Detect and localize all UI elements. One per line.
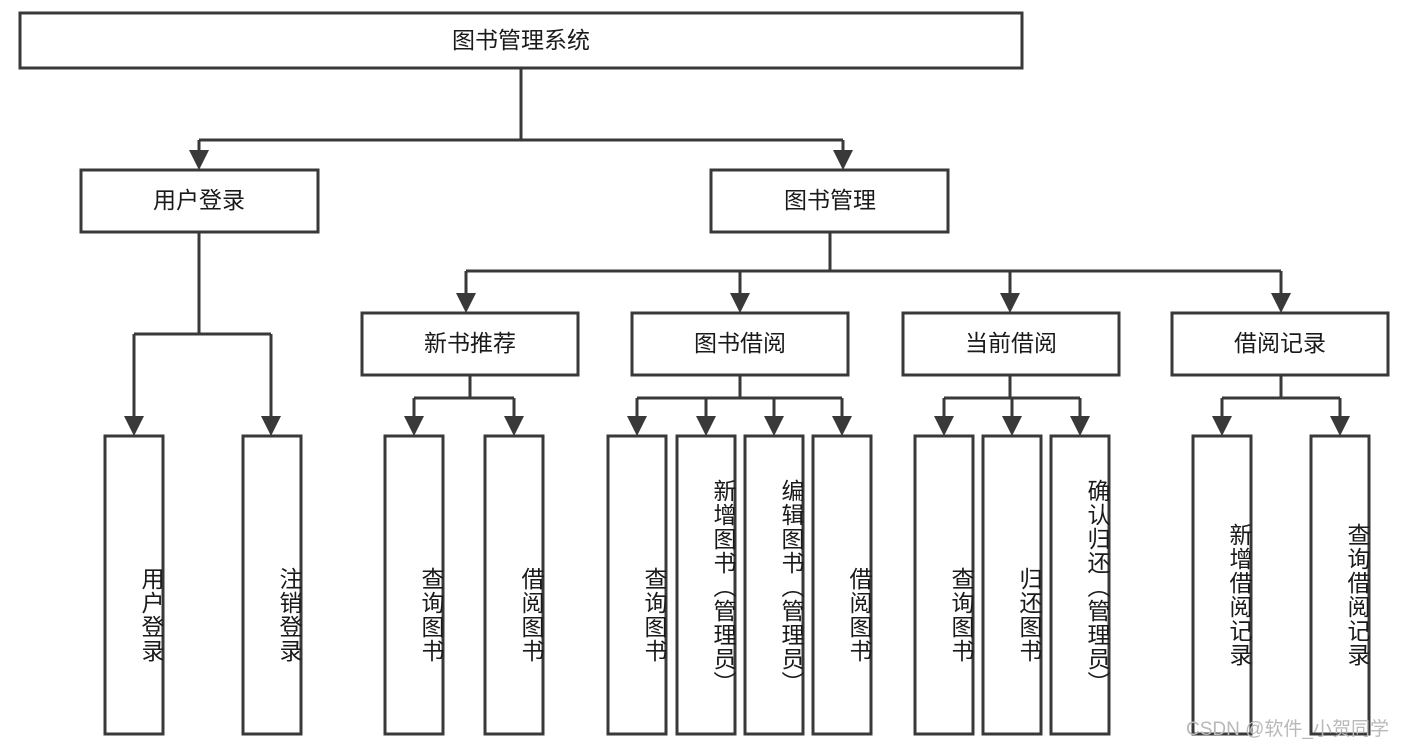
node-borrow-record-label: 借阅记录 <box>1234 330 1326 356</box>
connector-current-borrow-to-leaves <box>934 375 1090 436</box>
connector-book-borrow-to-leaves <box>627 375 852 436</box>
leaf-node-book-borrow-4[interactable] <box>811 434 873 736</box>
leaf-node-borrow-record-2[interactable] <box>1309 434 1371 736</box>
node-new-book-recommend[interactable]: 新书推荐 <box>360 311 580 377</box>
node-book-management-label: 图书管理 <box>784 187 876 213</box>
connector-new-book-to-leaves <box>404 375 524 436</box>
leaf-node-book-borrow-3[interactable] <box>743 434 805 736</box>
node-current-borrow-label: 当前借阅 <box>965 330 1057 356</box>
leaf-node-book-borrow-2[interactable] <box>675 434 737 736</box>
connector-user-login-to-leaves <box>124 232 281 436</box>
connector-root-to-level2 <box>189 68 853 170</box>
node-book-management[interactable]: 图书管理 <box>709 168 950 234</box>
node-book-borrow[interactable]: 图书借阅 <box>630 311 850 377</box>
leaf-node-book-borrow-1[interactable] <box>606 434 668 736</box>
leaf-node-current-borrow-1[interactable] <box>913 434 975 736</box>
leaf-node-new-book-2[interactable] <box>483 434 545 736</box>
node-new-book-recommend-label: 新书推荐 <box>424 330 516 356</box>
leaf-node-user-login-1[interactable] <box>103 434 165 736</box>
node-book-borrow-label: 图书借阅 <box>694 330 786 356</box>
csdn-watermark: CSDN @软件_小贺同学 <box>1186 719 1389 740</box>
leaf-node-user-login-2[interactable] <box>241 434 303 736</box>
connector-book-mgmt-to-level3 <box>456 232 1291 313</box>
leaf-node-current-borrow-3[interactable] <box>1049 434 1111 736</box>
node-root[interactable]: 图书管理系统 <box>18 11 1024 70</box>
leaf-node-current-borrow-2[interactable] <box>981 434 1043 736</box>
node-root-label: 图书管理系统 <box>452 27 590 53</box>
node-borrow-record[interactable]: 借阅记录 <box>1170 311 1390 377</box>
node-current-borrow[interactable]: 当前借阅 <box>901 311 1121 377</box>
leaf-node-new-book-1[interactable] <box>383 434 445 736</box>
node-user-login[interactable]: 用户登录 <box>79 168 320 234</box>
leaf-node-borrow-record-1[interactable] <box>1191 434 1253 736</box>
node-user-login-label: 用户登录 <box>153 187 245 213</box>
connector-borrow-record-to-leaves <box>1212 375 1350 436</box>
